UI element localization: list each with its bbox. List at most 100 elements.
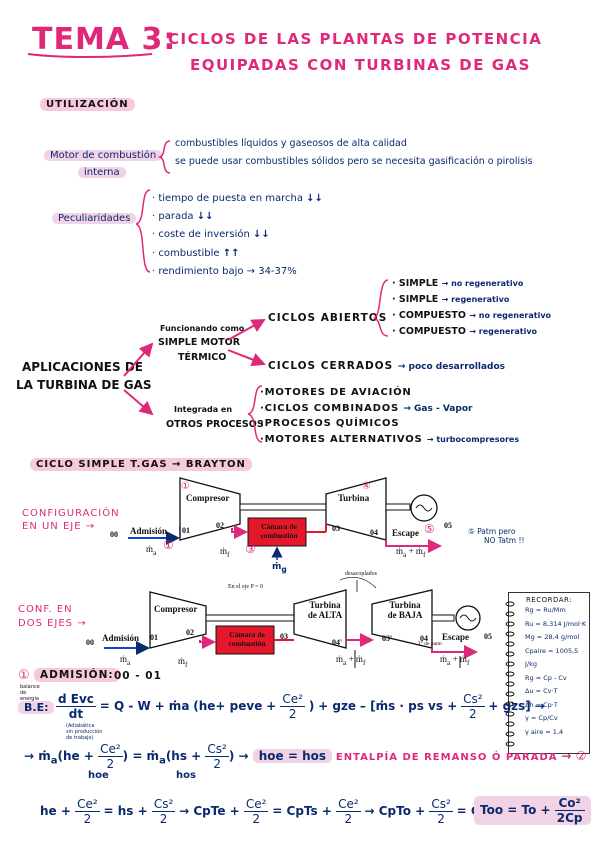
entalpia-label: ENTALPÍA DE REMANSO Ó PARADA bbox=[335, 752, 558, 763]
point-03: 03 bbox=[332, 524, 340, 533]
conf-un-eje-2: EN UN EJE → bbox=[22, 521, 96, 532]
pecu-item-3: · coste de inversión ↓↓ bbox=[152, 229, 270, 240]
compresor-label: Compresor bbox=[186, 493, 230, 503]
recordar-item: Mg = 28,4 g/mol bbox=[525, 633, 580, 641]
patm-note: Tª de patm bbox=[418, 641, 442, 647]
ma-mf-label-3: ṁa + ṁf bbox=[440, 654, 470, 667]
otros-item-4: ·MOTORES ALTERNATIVOS → turbocompresores bbox=[260, 434, 520, 445]
hos-label: hos bbox=[176, 770, 196, 781]
mf-label-2: ṁf bbox=[178, 656, 188, 669]
abiertos-item-1: · SIMPLE → no regenerativo bbox=[392, 278, 524, 289]
conf-dos-ejes-1: CONF. EN bbox=[18, 604, 73, 615]
compresor-label-2: Compresor bbox=[154, 604, 198, 614]
hoe-label: hoe bbox=[88, 770, 109, 781]
escape-label: Escape bbox=[392, 528, 419, 538]
motor-item-1: combustibles líquidos y gaseosos de alta… bbox=[175, 138, 407, 149]
ma-label: ṁa bbox=[146, 544, 157, 557]
conf-dos-ejes-2: DOS EJES → bbox=[18, 618, 87, 629]
escape-label-2: Escape bbox=[442, 632, 469, 642]
point-05b: 05 bbox=[484, 632, 492, 641]
mg-label: ṁg bbox=[272, 562, 287, 574]
recordar-item: γ = Cp/Cv bbox=[525, 714, 558, 722]
result-hoe-hos: hoe = hos bbox=[252, 749, 333, 763]
recordar-title: RECORDAR: bbox=[525, 596, 573, 604]
integrada-label-2: OTROS PROCESOS bbox=[166, 419, 264, 430]
otros-item-2: ·CICLOS COMBINADOS → Gas - Vapor bbox=[260, 403, 473, 414]
ciclos-cerrados: CICLOS CERRADOS → poco desarrollados bbox=[268, 360, 506, 372]
turbina-label: Turbina bbox=[338, 493, 370, 503]
recordar-item: Δh = Cp·T bbox=[525, 700, 558, 709]
recordar-box: RECORDAR: Rg = Ru/Mm Ru = 8,314 J/mol·K … bbox=[508, 592, 590, 754]
pecu-item-4: · combustible ↑↑ bbox=[152, 248, 240, 259]
motor-label: Motor de combustión bbox=[44, 150, 163, 161]
point-01b: 01 bbox=[150, 633, 158, 642]
recordar-item: Cpaire = 1005,5 J/kg bbox=[525, 646, 579, 669]
ma-mf-label-2: ṁa + ṁf bbox=[336, 654, 366, 667]
abiertos-item-4: · COMPUESTO → regenerativo bbox=[392, 326, 538, 337]
simple-label-2: SIMPLE MOTOR bbox=[158, 337, 241, 348]
otros-item-3: ·PROCESOS QUÍMICOS bbox=[260, 418, 400, 429]
be-label: B.E: bbox=[18, 701, 55, 714]
simple-label-3: TÉRMICO bbox=[178, 352, 227, 363]
section-heading-ciclo: CICLO SIMPLE T.GAS → BRAYTON bbox=[30, 458, 252, 471]
circle-4: ④ bbox=[362, 481, 371, 492]
point-04: 04 bbox=[370, 528, 378, 537]
page-title: TEMA 3: bbox=[32, 22, 177, 57]
admision-points: 00 - 01 bbox=[114, 670, 162, 682]
motor-label-2: interna bbox=[78, 167, 126, 178]
point-05: 05 bbox=[444, 521, 452, 530]
point-00: 00 bbox=[110, 530, 118, 539]
simple-label-1: Funcionando como bbox=[160, 324, 245, 333]
circle-5: ⑤ bbox=[424, 522, 435, 536]
otros-item-1: ·MOTORES DE AVIACIÓN bbox=[260, 387, 412, 398]
point-02: 02 bbox=[216, 521, 224, 530]
point-03p: 03' bbox=[382, 634, 393, 643]
balance-note: balance de energía bbox=[20, 684, 40, 702]
desacoplados-note: desacoplados bbox=[345, 571, 377, 577]
conf-un-eje-1: CONFIGURACIÓN bbox=[22, 508, 120, 519]
point-03b: 03 bbox=[280, 632, 288, 641]
circle-3: ③ bbox=[245, 542, 256, 556]
abiertos-item-2: · SIMPLE → regenerativo bbox=[392, 294, 510, 305]
admision-label: Admisión bbox=[130, 526, 168, 536]
admision-heading: ADMISIÓN: bbox=[34, 668, 120, 682]
peculiaridades-label: Peculiaridades bbox=[52, 213, 137, 224]
mf-label: ṁf bbox=[220, 546, 230, 559]
circle-1: ① bbox=[181, 481, 190, 492]
ma-label-2: ṁa bbox=[120, 654, 131, 667]
circle-1b: ① bbox=[163, 538, 174, 552]
point-00b: 00 bbox=[86, 638, 94, 647]
point-02b: 02 bbox=[186, 628, 194, 637]
recordar-item: Ru = 8,314 J/mol·K bbox=[525, 619, 587, 628]
en-eje-note: En el eje P = 0 bbox=[228, 584, 263, 590]
point-01: 01 bbox=[182, 526, 190, 535]
section-heading-utilizacion: UTILIZACIÓN bbox=[40, 98, 135, 111]
title-line-1: CICLOS DE LAS PLANTAS DE POTENCIA bbox=[168, 30, 543, 48]
motor-item-2: se puede usar combustibles sólidos pero … bbox=[175, 156, 533, 167]
point-04p: 04' bbox=[332, 638, 343, 647]
recordar-item: Rg = Cp - Cv bbox=[525, 673, 567, 682]
aplicaciones-label-2: LA TURBINA DE GAS bbox=[16, 378, 152, 392]
recordar-list: Rg = Ru/Mm Ru = 8,314 J/mol·K Mg = 28,4 … bbox=[509, 604, 589, 739]
pecu-item-2: · parada ↓↓ bbox=[152, 211, 214, 222]
ma-mf-label: ṁa + ṁf bbox=[396, 546, 426, 559]
admision-label-2: Admisión bbox=[102, 633, 140, 643]
recordar-item: γ aire = 1,4 bbox=[525, 727, 564, 736]
title-line-2: EQUIPADAS CON TURBINAS DE GAS bbox=[190, 56, 531, 74]
integrada-label-1: Integrada en bbox=[174, 405, 233, 414]
point-04b: 04 bbox=[420, 634, 428, 643]
ciclos-abiertos: CICLOS ABIERTOS bbox=[268, 312, 388, 324]
aplicaciones-label-1: APLICACIONES DE bbox=[22, 360, 143, 374]
circle-1-admision: ① bbox=[18, 668, 30, 683]
pecu-item-1: · tiempo de puesta en marcha ↓↓ bbox=[152, 193, 323, 204]
